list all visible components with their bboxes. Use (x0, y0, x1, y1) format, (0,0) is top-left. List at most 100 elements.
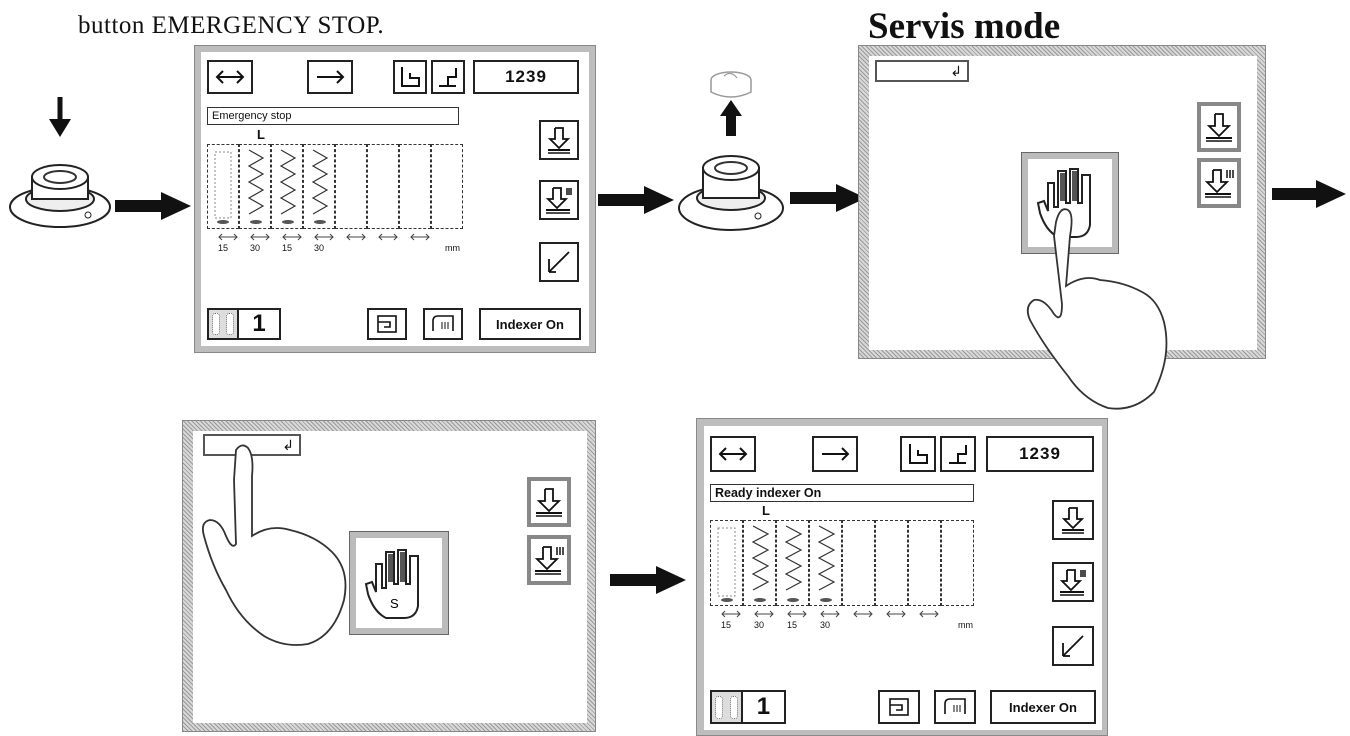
step-up-button[interactable] (431, 60, 465, 94)
spacing-arrows-icon (721, 610, 939, 618)
button-slot-cell (842, 520, 875, 606)
bidirectional-arrow-button[interactable] (710, 436, 756, 472)
button-slot-cell (367, 144, 399, 229)
press-down-icon (536, 488, 562, 517)
emergency-stop-button-icon (9, 97, 111, 228)
slope-button[interactable] (539, 242, 579, 282)
button-slot-cell (710, 520, 743, 606)
enter-glyph: ↲ (950, 62, 962, 79)
button-slot-cell (776, 520, 809, 606)
bidirectional-arrow-icon (215, 70, 245, 84)
touch-screen: 1239 Ready indexer On L (704, 426, 1102, 730)
spacing-label: 15 (787, 620, 798, 630)
unit-label: mm (445, 243, 460, 253)
caption-text: button EMERGENCY STOP. (78, 12, 385, 39)
button-slot-cell (743, 520, 776, 606)
spacing-label: 30 (250, 243, 261, 253)
button-slot-cell (207, 144, 239, 229)
indexer-on-button[interactable]: Indexer On (479, 308, 581, 340)
pedal-icon (209, 310, 239, 338)
thread-button[interactable] (423, 308, 463, 340)
button-slot-cell (239, 144, 271, 229)
panel-ready-indexer: 1239 Ready indexer On L (696, 418, 1108, 736)
button-slot-cell (399, 144, 431, 229)
press-down-button[interactable] (1197, 102, 1241, 152)
slope-icon (548, 251, 570, 273)
position-marker: L (257, 127, 265, 142)
pedal-icon (712, 692, 743, 722)
press-down-button[interactable] (527, 477, 571, 527)
press-down-button[interactable] (1052, 500, 1094, 540)
slope-button[interactable] (1052, 626, 1094, 666)
press-down-multi-button[interactable] (527, 535, 571, 585)
flow-arrow-icon (610, 566, 686, 594)
pedal-counter[interactable]: 1 (710, 690, 786, 724)
touch-screen: 1239 Emergency stop L (201, 52, 589, 346)
button-slot-cell (908, 520, 941, 606)
press-down-multi-button[interactable] (539, 180, 579, 220)
spacing-label: 15 (282, 243, 293, 253)
spacing-label: 30 (820, 620, 831, 630)
right-arrow-icon (822, 447, 850, 461)
counter-display: 1239 (473, 60, 579, 94)
pointing-hand-icon (1026, 208, 1168, 410)
press-down-button[interactable] (539, 120, 579, 160)
right-arrow-button[interactable] (812, 436, 858, 472)
spacing-label: 15 (721, 620, 732, 630)
position-marker: L (762, 503, 770, 518)
slope-icon (1062, 635, 1084, 657)
step-up-button[interactable] (940, 436, 976, 472)
thread-icon (944, 698, 966, 714)
stop-hand-icon: S (364, 549, 419, 619)
pedal-counter[interactable]: 1 (207, 308, 281, 340)
thread-button[interactable] (934, 690, 976, 724)
button-slot-cell (431, 144, 463, 229)
bidirectional-arrow-icon (718, 447, 748, 461)
panel-emergency-stop: 1239 Emergency stop L (194, 45, 596, 353)
spacing-label: 15 (218, 243, 229, 253)
machine-icon (889, 698, 909, 716)
thread-icon (432, 315, 454, 331)
step-down-button[interactable] (393, 60, 427, 94)
right-arrow-icon (317, 70, 345, 84)
machine-button[interactable] (367, 308, 407, 340)
step-down-button[interactable] (900, 436, 936, 472)
machine-button[interactable] (878, 690, 920, 724)
emergency-stop-released-icon (678, 71, 784, 231)
step-down-icon (909, 444, 928, 464)
button-slot-cell (941, 520, 974, 606)
counter-value: 1239 (505, 67, 547, 86)
button-slot-cell (271, 144, 303, 229)
service-hand-button[interactable]: S (349, 531, 449, 635)
counter-display: 1239 (986, 436, 1094, 472)
indexer-label: Indexer On (496, 316, 564, 332)
press-down-multi-icon (534, 546, 564, 575)
service-tab[interactable]: ↲ (875, 60, 969, 82)
flow-arrow-icon (598, 186, 674, 214)
right-arrow-button[interactable] (307, 60, 353, 94)
step-up-icon (949, 445, 967, 464)
press-down-icon (1206, 113, 1232, 142)
flow-arrow-icon (790, 184, 866, 212)
indexer-on-button[interactable]: Indexer On (990, 690, 1096, 724)
press-down-multi-button[interactable] (1197, 158, 1241, 208)
service-badge: S (390, 596, 399, 611)
counter-value: 1239 (1019, 444, 1061, 463)
bidirectional-arrow-button[interactable] (207, 60, 253, 94)
indexer-label: Indexer On (1009, 699, 1077, 715)
step-up-icon (439, 68, 457, 87)
press-down-icon (1061, 507, 1085, 534)
spacing-label: 30 (754, 620, 765, 630)
spacing-label: 30 (314, 243, 325, 253)
machine-icon (377, 315, 397, 333)
step-down-icon (401, 67, 420, 87)
press-down-icon (547, 127, 571, 154)
unit-label: mm (958, 620, 973, 630)
pedal-count: 1 (252, 310, 266, 337)
stop-hand-icon: S (1036, 168, 1091, 238)
enter-glyph: ↲ (282, 436, 294, 453)
pointing-hand-icon (201, 444, 347, 646)
press-down-multi-button[interactable] (1052, 562, 1094, 602)
buttonhole-stitch-icon (717, 525, 836, 602)
press-down-multi-icon (545, 187, 572, 214)
